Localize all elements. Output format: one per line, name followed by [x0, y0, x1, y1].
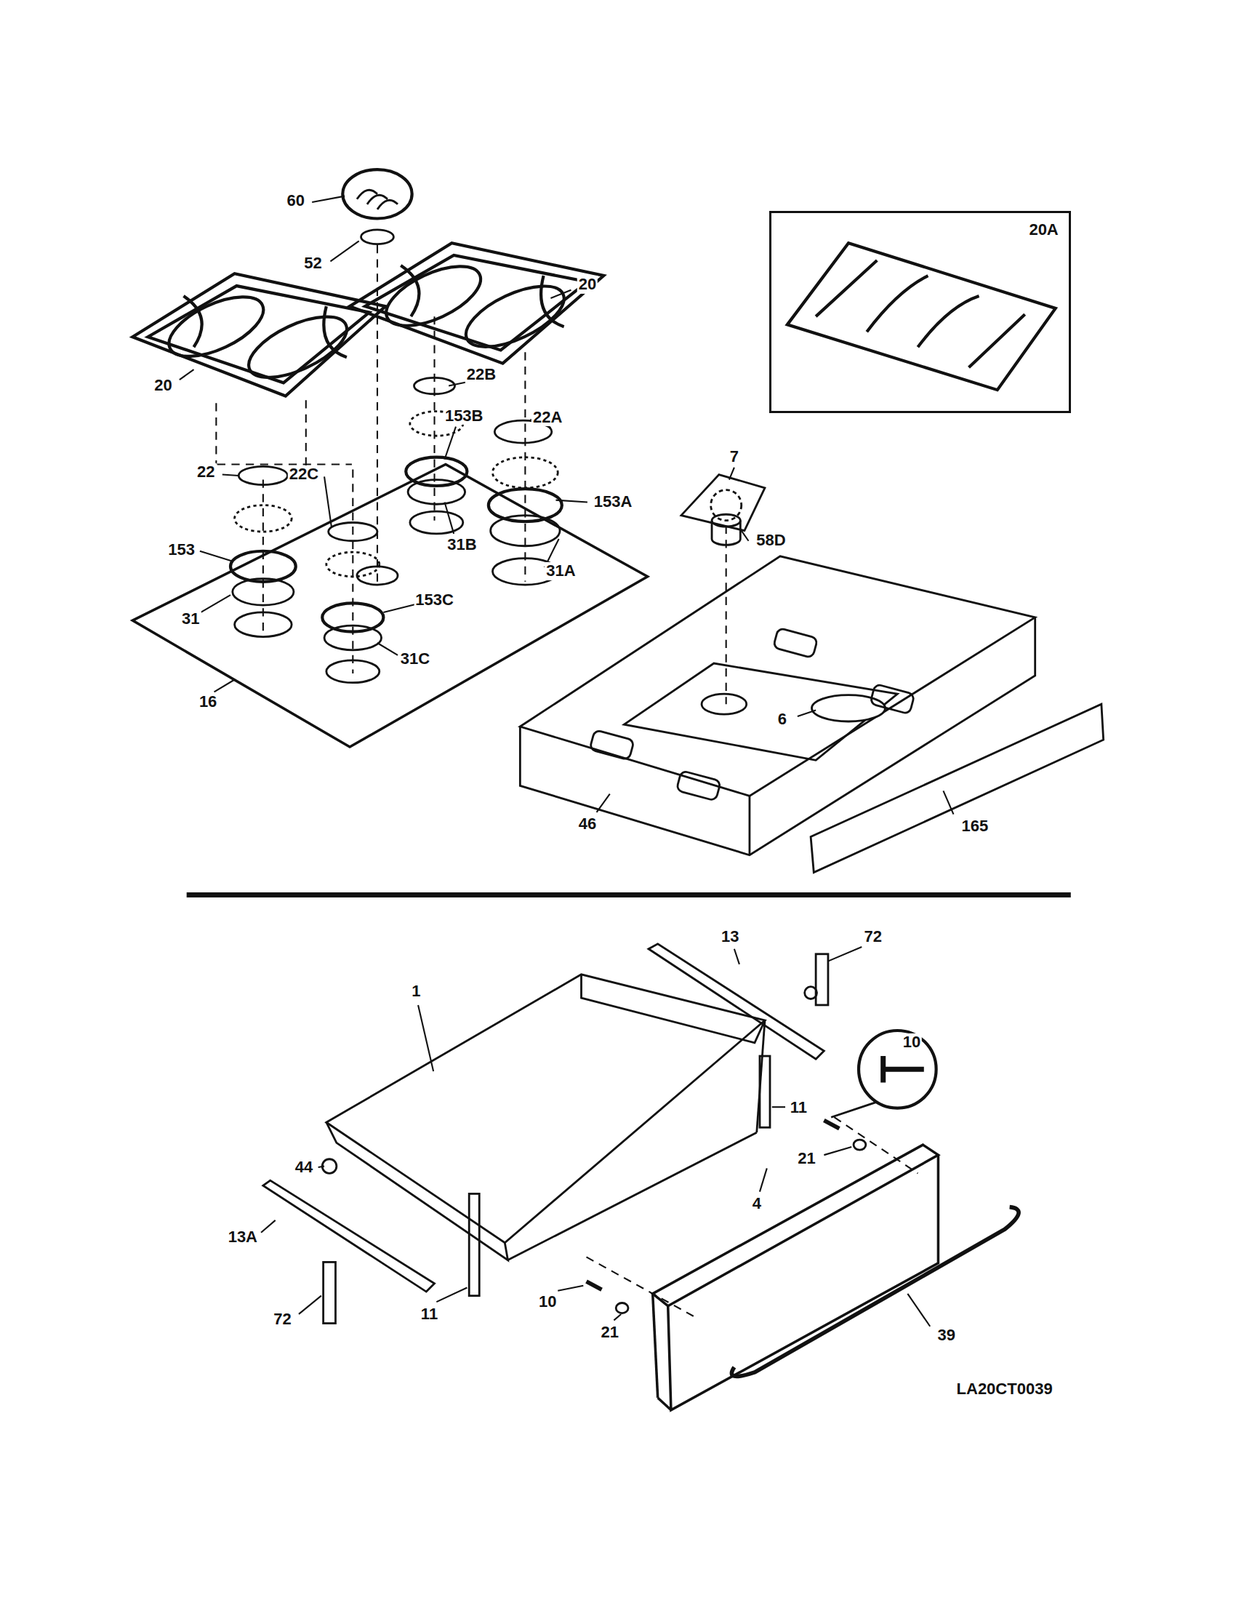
burner-cap [342, 169, 412, 219]
drawer-rail [263, 1180, 435, 1292]
callout-number: 52 [302, 254, 323, 272]
callout-number: 72 [862, 927, 883, 946]
callout-number: 153A [592, 492, 634, 511]
callout-number: 7 [728, 447, 741, 466]
callout-number: 4 [751, 1194, 763, 1213]
rear-bracket [810, 703, 1104, 872]
guide-line [215, 245, 918, 1316]
drawer-front [652, 1144, 1019, 1410]
grate [787, 242, 1056, 390]
callout-number: 6 [776, 710, 789, 728]
callout-number: 11 [419, 1305, 440, 1323]
callout-number: 58D [754, 531, 787, 549]
callout-number: 22C [287, 465, 320, 483]
detail-circle [858, 1030, 937, 1109]
callout-number: 39 [935, 1326, 957, 1344]
drawer-rail [648, 943, 824, 1059]
burner-box [519, 556, 1035, 856]
callout-number: 153B [443, 407, 485, 425]
callout-number: 60 [285, 191, 307, 210]
burner [230, 377, 563, 682]
grate [349, 242, 604, 364]
callout-number: 16 [197, 692, 219, 711]
divider [186, 892, 1071, 898]
grate [132, 273, 386, 396]
diagram-code: LA20CT0039 [955, 1379, 1055, 1398]
inset-box: 20A [769, 210, 1071, 413]
callout-number: 31C [399, 649, 432, 668]
bracket [759, 1055, 770, 1127]
callout-number: 10 [537, 1292, 558, 1311]
callout-number: 20A [1028, 220, 1058, 240]
bracket [468, 1193, 480, 1295]
bracket [323, 1261, 336, 1323]
callout-number: 21 [796, 1149, 817, 1167]
callout-number: 46 [577, 815, 598, 833]
callout-number: 31A [544, 562, 577, 580]
callout-number: 72 [271, 1310, 293, 1328]
callout-number: 20 [152, 376, 174, 395]
callout-number: 11 [788, 1098, 809, 1117]
callout-number: 31 [180, 610, 201, 628]
callout-number: 22A [531, 408, 564, 427]
callout-number: 22B [465, 365, 498, 384]
drawer [326, 974, 765, 1260]
leader-line [179, 196, 954, 1327]
callout-number: 44 [293, 1158, 315, 1176]
callout-number: 153 [166, 540, 197, 559]
callout-number: 165 [960, 817, 991, 835]
callout-number: 13 [719, 927, 741, 946]
callout-number: 153C [413, 591, 456, 609]
cooktop-glass [132, 464, 648, 748]
bracket [815, 953, 829, 1005]
callout-number: 31B [445, 535, 478, 554]
callout-number: 13A [226, 1228, 259, 1246]
callout-number: 21 [599, 1323, 621, 1341]
callout-number: 1 [410, 982, 422, 1000]
callout-number: 22 [195, 463, 216, 481]
gasket [681, 474, 765, 531]
callout-number: 10 [901, 1033, 922, 1051]
callout-number: 20 [577, 275, 598, 294]
